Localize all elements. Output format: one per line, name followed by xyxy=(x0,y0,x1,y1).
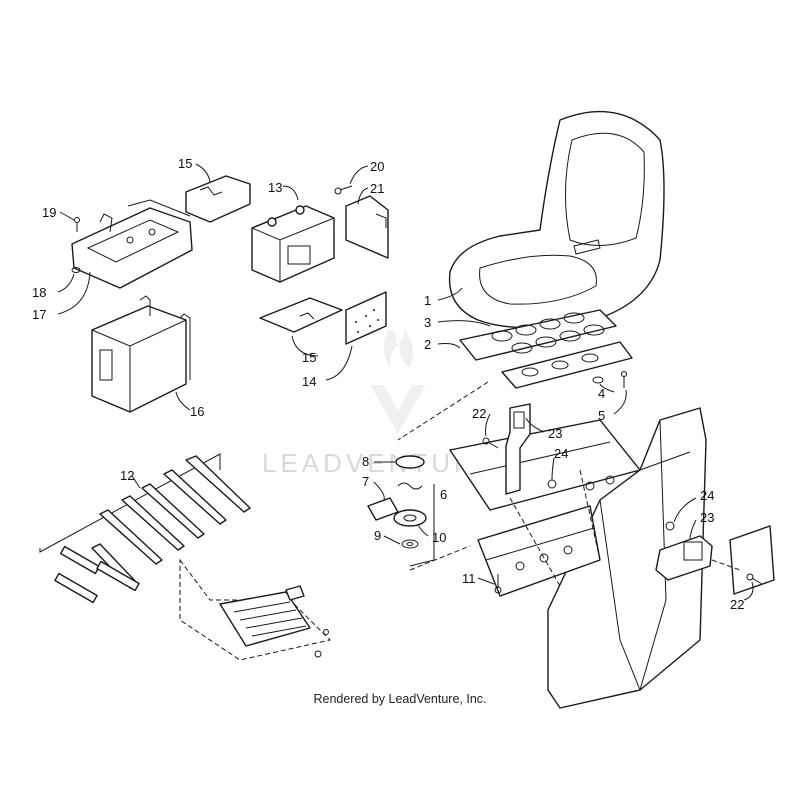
callout-23-right: 23 xyxy=(700,510,714,525)
callout-17: 17 xyxy=(32,307,46,322)
callout-15-bottom: 15 xyxy=(302,350,316,365)
vehicle-frame[interactable] xyxy=(449,407,707,709)
callout-1: 1 xyxy=(424,293,431,308)
callout-6: 6 xyxy=(440,487,447,502)
leader-lines xyxy=(57,163,754,601)
seat-base[interactable] xyxy=(459,309,633,389)
callout-22-upper: 22 xyxy=(472,406,486,421)
callout-labels: 1 2 3 4 5 6 7 8 9 10 11 12 13 14 15 15 1… xyxy=(32,156,744,612)
bracket-21[interactable] xyxy=(345,195,389,259)
callout-16: 16 xyxy=(190,404,204,419)
seat-fastener-5[interactable] xyxy=(621,371,627,389)
bolt-22-upper[interactable] xyxy=(482,437,499,449)
watermark-logo xyxy=(370,328,426,433)
credit-text: Rendered by LeadVenture, Inc. xyxy=(313,692,487,706)
spring-7[interactable] xyxy=(397,482,423,490)
callout-2: 2 xyxy=(424,337,431,352)
assembly-line-latch xyxy=(409,545,471,571)
screw-11[interactable] xyxy=(494,574,502,594)
nut-24-right[interactable] xyxy=(665,521,675,531)
callout-14: 14 xyxy=(302,374,316,389)
callout-24-upper: 24 xyxy=(554,446,568,461)
seat-fastener-4[interactable] xyxy=(592,376,604,384)
seat[interactable] xyxy=(448,110,665,329)
callout-18: 18 xyxy=(32,285,46,300)
battery[interactable] xyxy=(251,205,335,283)
callout-13: 13 xyxy=(268,180,282,195)
callout-20: 20 xyxy=(370,159,384,174)
screw-19[interactable] xyxy=(74,217,80,233)
washer-9[interactable] xyxy=(401,539,419,549)
battery-pad-bottom[interactable] xyxy=(259,297,343,333)
bolt-22-right[interactable] xyxy=(746,573,763,585)
callout-4: 4 xyxy=(598,386,605,401)
callout-19: 19 xyxy=(42,205,56,220)
screw-20[interactable] xyxy=(334,185,353,195)
latch-plate-8[interactable] xyxy=(395,455,425,469)
tool-kit[interactable] xyxy=(54,455,331,661)
latch-plate-10[interactable] xyxy=(393,509,427,527)
callout-10: 10 xyxy=(432,530,446,545)
callout-21: 21 xyxy=(370,181,384,196)
callout-22-right: 22 xyxy=(730,597,744,612)
seat-belt-buckle-upper[interactable] xyxy=(505,403,531,495)
battery-pad-14[interactable] xyxy=(345,291,387,345)
callout-5: 5 xyxy=(598,408,605,423)
callout-11: 11 xyxy=(462,571,476,586)
assembly-line-belt xyxy=(711,559,741,571)
callout-3: 3 xyxy=(424,315,431,330)
callout-15-top: 15 xyxy=(178,156,192,171)
battery-pad-top[interactable] xyxy=(185,175,251,223)
assembly-line-seat xyxy=(397,381,489,441)
battery-box[interactable] xyxy=(91,295,191,413)
callout-7: 7 xyxy=(362,474,369,489)
callout-12: 12 xyxy=(120,468,134,483)
callout-23-upper: 23 xyxy=(548,426,562,441)
washer-18[interactable] xyxy=(71,267,81,273)
callout-24-right: 24 xyxy=(700,488,714,503)
seat-belt-buckle-right[interactable] xyxy=(655,525,775,595)
callout-9: 9 xyxy=(374,528,381,543)
callout-8: 8 xyxy=(362,454,369,469)
